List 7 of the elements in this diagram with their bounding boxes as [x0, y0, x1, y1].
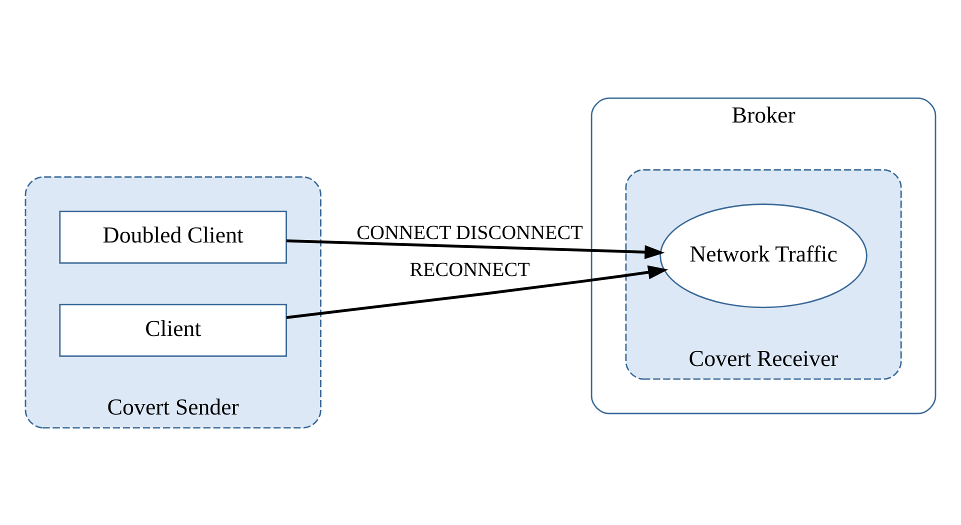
- node-box: Doubled Client: [59, 210, 288, 264]
- node-box: Client: [59, 303, 288, 356]
- node-ellipse: Network Traffic: [660, 203, 868, 308]
- arrow: [286, 264, 668, 318]
- edge-label: RECONNECT: [410, 258, 530, 281]
- arrow: [286, 238, 665, 259]
- edge-label: CONNECT DISCONNECT: [356, 221, 583, 244]
